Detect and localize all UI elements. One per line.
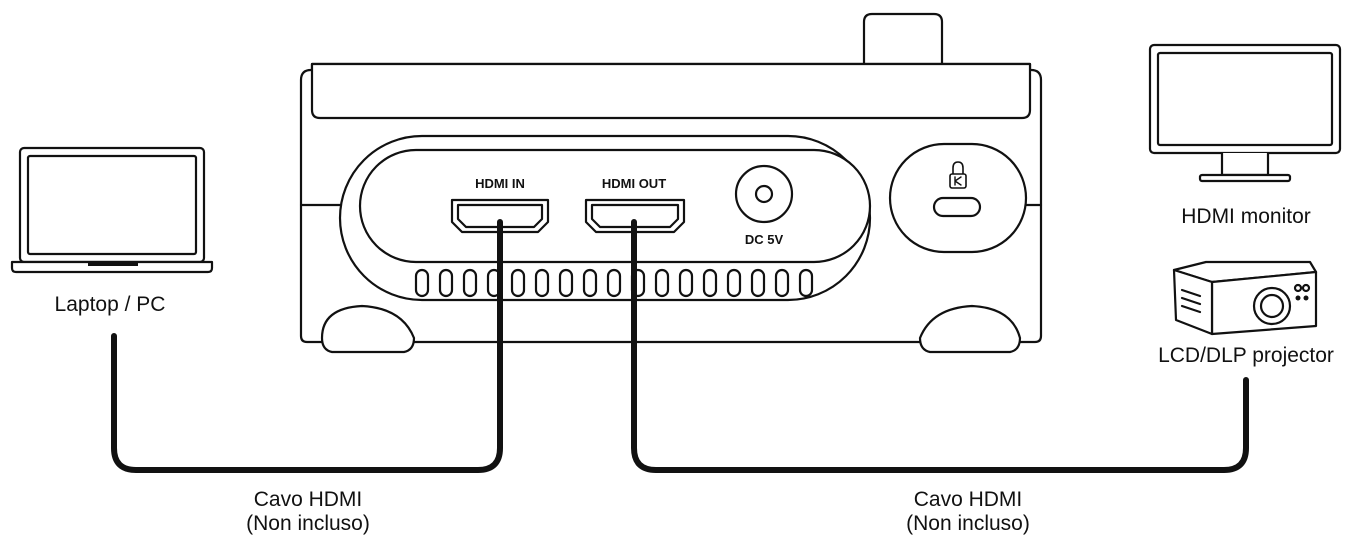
cable-1-label-line2: (Non incluso) [246,512,370,535]
cable-laptop-to-hdmi-in [111,219,503,473]
hdmi-out-port [584,198,686,234]
cable-1-label-line1: Cavo HDMI [254,488,363,511]
hdmi-out-label: HDMI OUT [602,176,666,191]
kensington-lock-slot [888,142,1028,254]
cable-hdmi-out-to-displays [631,219,1249,473]
dc-power-jack [734,164,794,224]
cable-2-label-line1: Cavo HDMI [914,488,1023,511]
monitor-icon [1148,43,1342,183]
lock-icon [949,161,967,189]
cable-2-label-line2: (Non incluso) [906,512,1030,535]
monitor-label: HDMI monitor [1181,205,1311,228]
laptop-label: Laptop / PC [55,293,166,316]
projector-label: LCD/DLP projector [1158,344,1334,367]
hdmi-capture-unit: HDMI IN HDMI OUT DC 5V [299,12,1043,354]
vent-slots [414,268,814,298]
hdmi-in-port [450,198,550,234]
dc-5v-label: DC 5V [745,232,784,247]
hdmi-in-label: HDMI IN [475,176,525,191]
projector-icon [1172,260,1318,336]
laptop-icon [10,146,214,274]
